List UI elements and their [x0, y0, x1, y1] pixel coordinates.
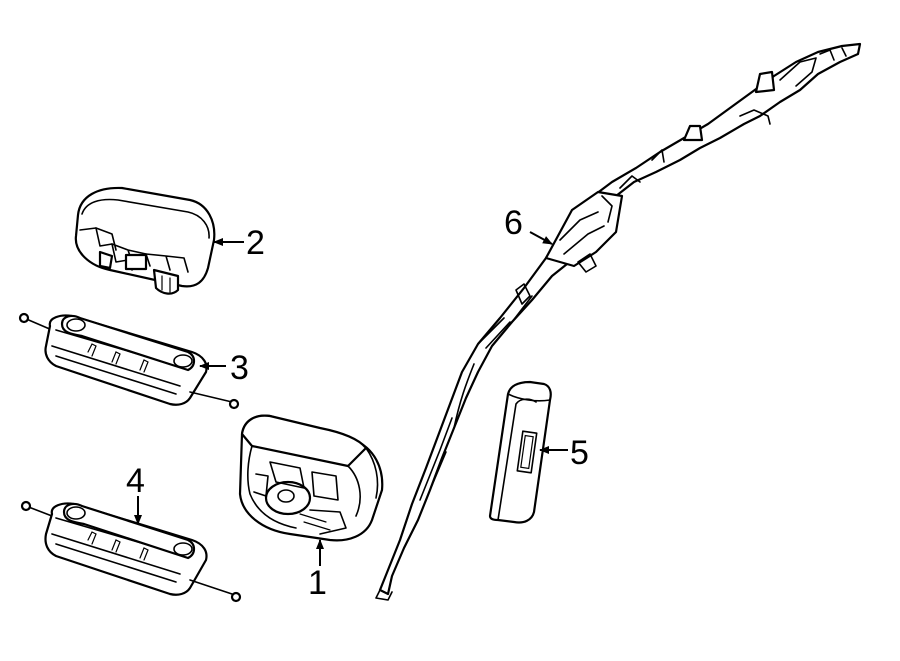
callout-3: 3 [230, 349, 249, 387]
callout-6: 6 [504, 204, 523, 242]
part-3-airbag-module [18, 312, 240, 410]
callout-1: 1 [308, 564, 327, 602]
part-4-airbag-module [20, 500, 242, 603]
part-2-passenger-airbag [74, 186, 216, 295]
callout-2: 2 [246, 224, 265, 262]
part-5-side-airbag [488, 380, 552, 524]
part-1-driver-airbag [238, 414, 384, 542]
callout-4: 4 [126, 462, 145, 500]
callout-5: 5 [570, 434, 589, 472]
leader-6 [529, 231, 553, 245]
part-6-curtain-airbag [375, 42, 862, 601]
